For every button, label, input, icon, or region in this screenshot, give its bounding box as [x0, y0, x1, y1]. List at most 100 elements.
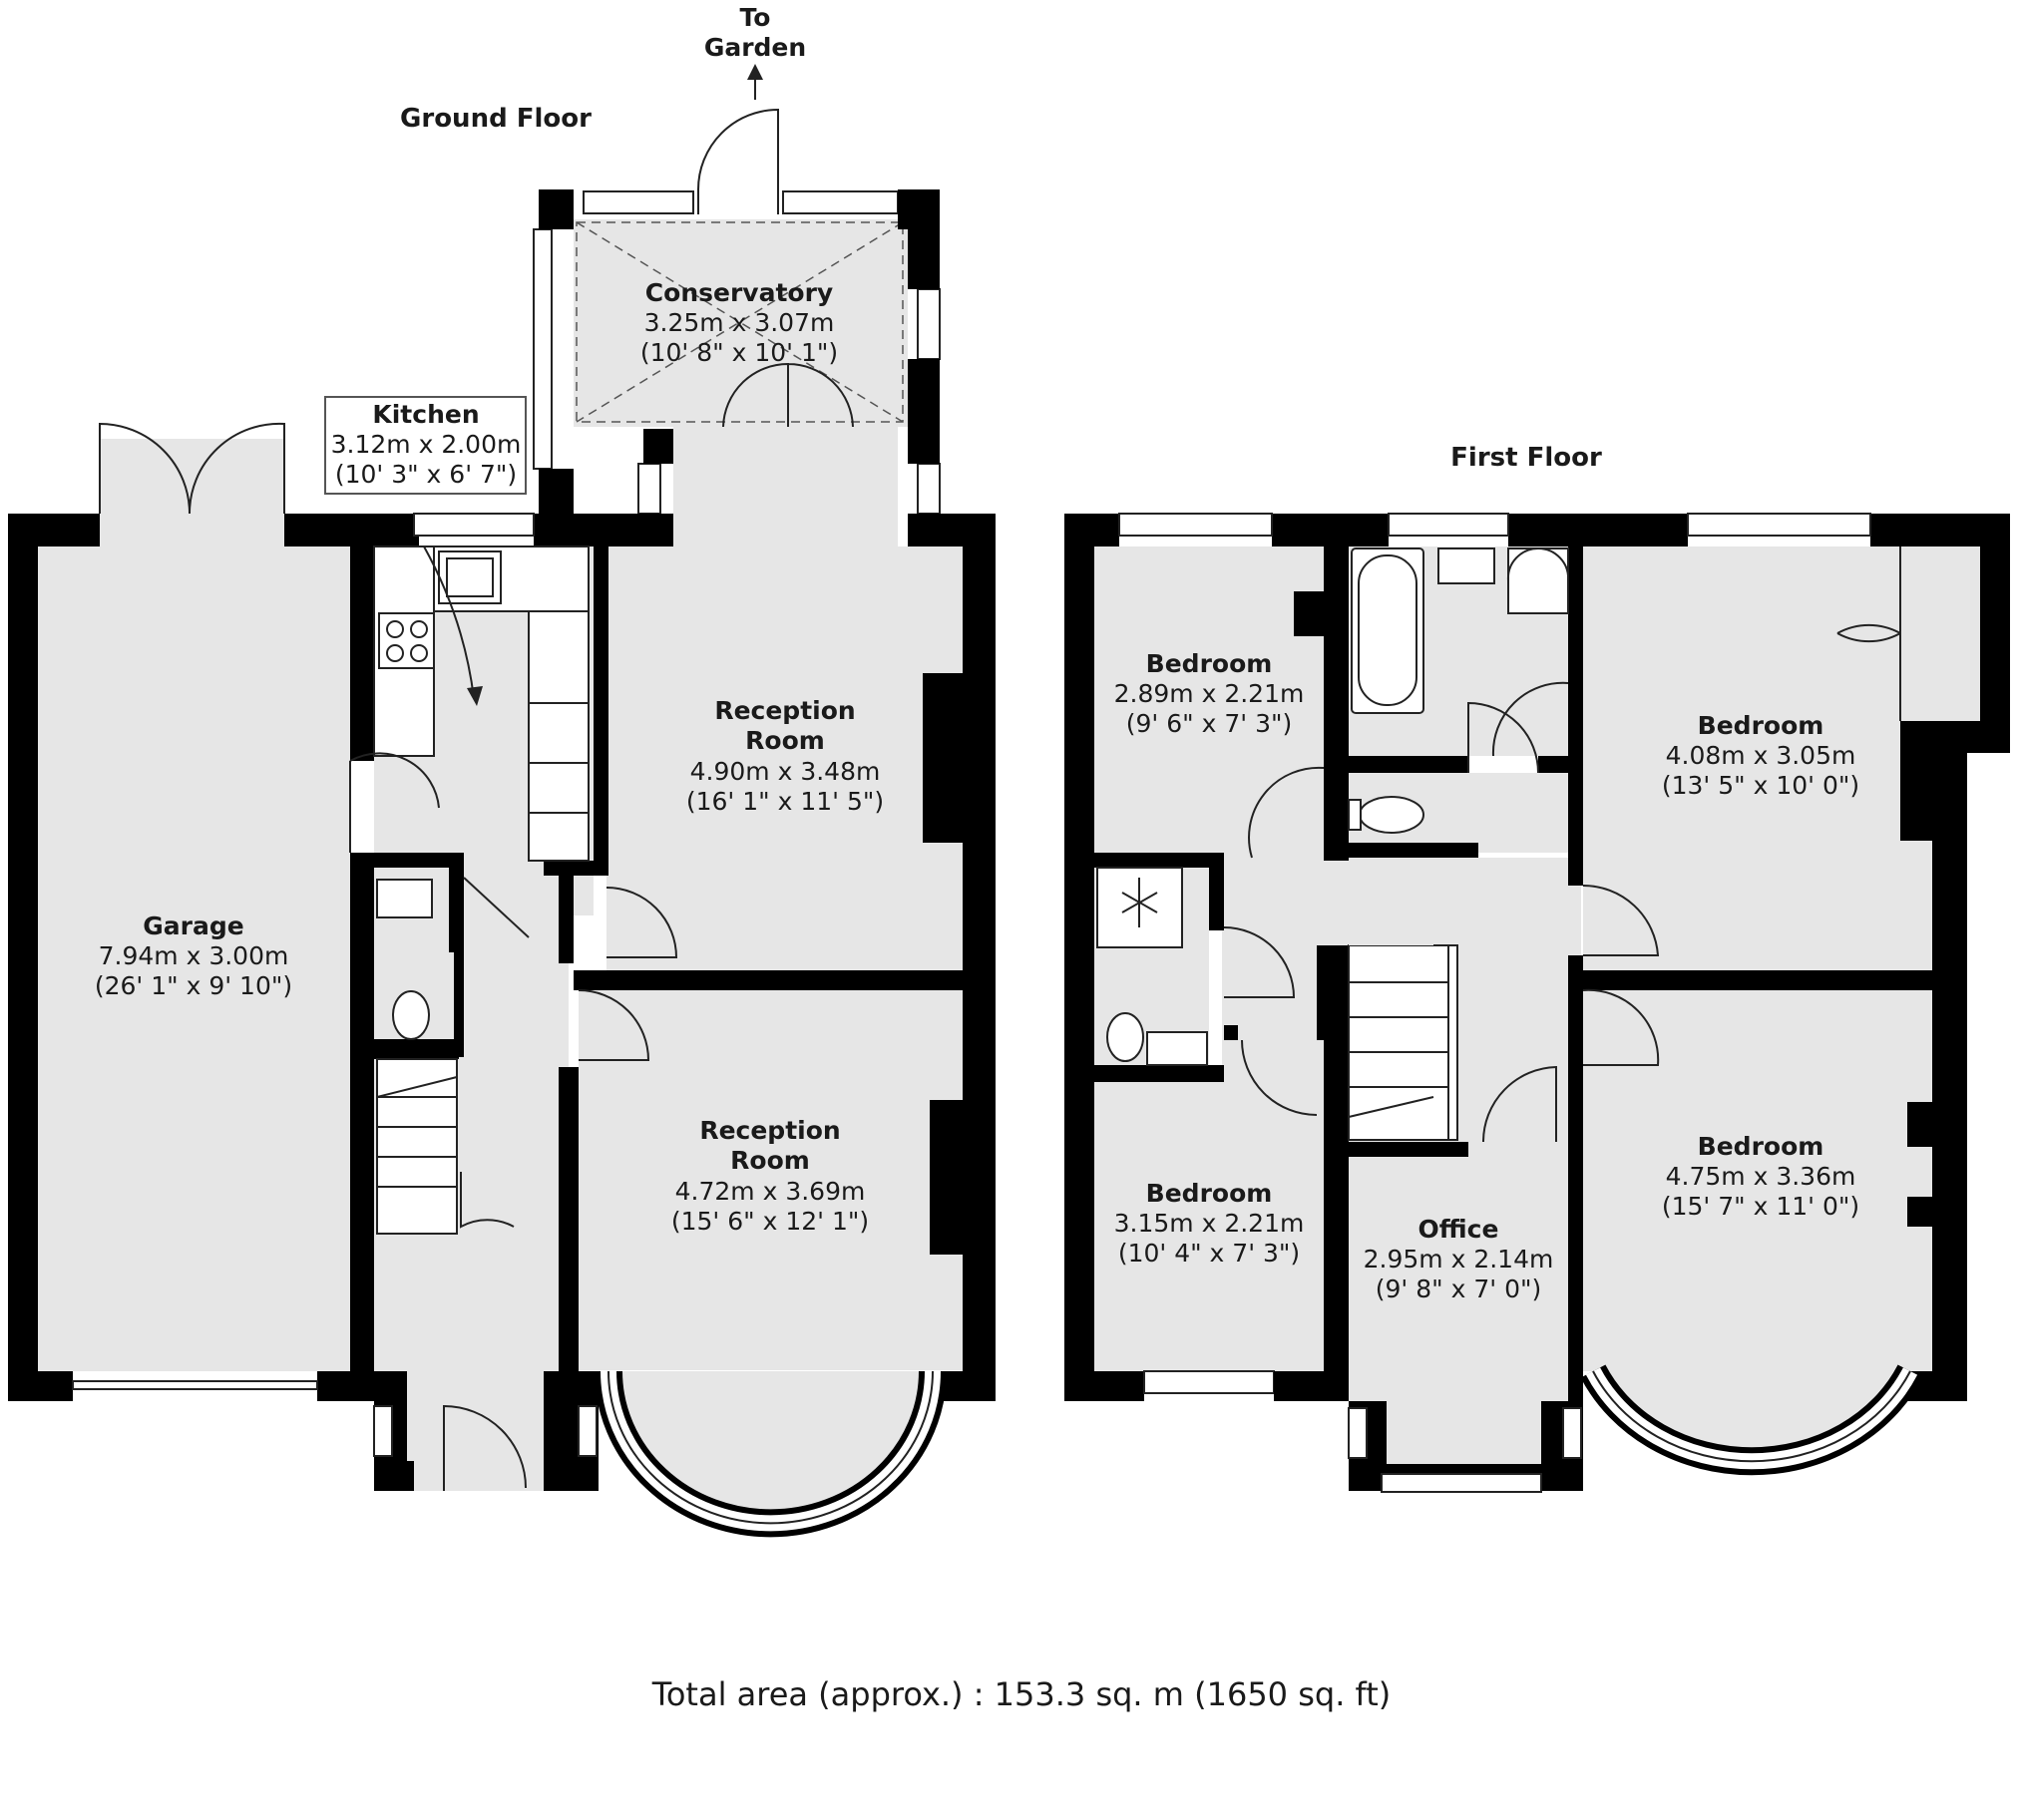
kitchen-window — [413, 513, 535, 537]
wall — [1980, 514, 2010, 753]
bedroom-rear-right-door[interactable] — [1582, 884, 1660, 956]
wall — [350, 546, 374, 761]
wc-door[interactable] — [1467, 701, 1539, 774]
wc-cistern — [1348, 799, 1362, 831]
garden-arrow-head — [747, 64, 763, 80]
to-garden-label: To — [740, 3, 771, 32]
cloakroom-door[interactable] — [463, 877, 530, 938]
room-name: Bedroom — [1146, 649, 1273, 678]
conservatory-window — [782, 190, 899, 214]
to-garden-label: Garden — [704, 33, 806, 62]
wall — [374, 853, 464, 868]
wall — [898, 189, 940, 229]
wall — [574, 970, 963, 990]
wall — [1538, 756, 1568, 773]
staircase — [376, 1058, 458, 1235]
wall — [1349, 1142, 1468, 1157]
wall — [908, 359, 940, 464]
wall — [1900, 721, 1932, 841]
kitchen-label-box — [324, 396, 527, 495]
wall — [534, 514, 673, 546]
bedroom-front-left-door[interactable] — [1241, 1039, 1318, 1116]
conservatory-window — [917, 288, 941, 360]
wall — [1324, 1040, 1349, 1371]
conservatory-roof-line — [576, 221, 904, 423]
window — [1118, 513, 1273, 537]
wall — [1064, 1371, 1144, 1401]
wardrobe-doors[interactable] — [1836, 546, 1901, 721]
bay-window-line — [1592, 1370, 1911, 1463]
wall — [1274, 1371, 1349, 1401]
room-name: Conservatory — [645, 278, 833, 307]
window — [1143, 1370, 1275, 1394]
room-dimensions: 4.08m x 3.05m — [1666, 741, 1856, 770]
room-name: Bedroom — [1698, 1132, 1824, 1161]
room-dimensions-imperial: (10' 8" x 10' 1") — [640, 338, 838, 367]
room-dimensions-imperial: (15' 6" x 12' 1") — [671, 1207, 869, 1236]
room-name: Garage — [143, 911, 243, 940]
conservatory-double-doors[interactable] — [722, 362, 854, 428]
shower-room-door[interactable] — [1223, 926, 1296, 998]
kitchen-arrow — [423, 546, 475, 699]
wall — [1568, 546, 1583, 776]
wc-toilet — [1359, 796, 1424, 834]
office-window — [1381, 1473, 1542, 1493]
wall — [1094, 853, 1224, 868]
window — [1687, 513, 1871, 537]
airing-cupboard — [1507, 547, 1569, 614]
reception-rear-door[interactable] — [606, 887, 678, 958]
ground-floor-title: Ground Floor — [400, 104, 592, 134]
porch-window — [373, 1405, 393, 1457]
chimney-breast — [923, 673, 963, 843]
stair-landing — [1349, 863, 1433, 945]
wall — [1094, 1065, 1224, 1082]
wall — [1907, 1197, 1932, 1227]
garden-door[interactable] — [697, 108, 779, 214]
conservatory-window — [637, 463, 661, 515]
wardrobe-floor — [1932, 546, 1980, 721]
wall — [594, 546, 608, 861]
room-dimensions-imperial: (16' 1" x 11' 5") — [686, 787, 884, 816]
wall — [1224, 1025, 1238, 1040]
shower-room-basin — [1146, 1031, 1208, 1066]
garage-kitchen-door[interactable] — [349, 752, 440, 853]
room-dimensions-imperial: (13' 5" x 10' 0") — [1662, 771, 1859, 800]
wall — [1568, 955, 1583, 1414]
bathroom-basin — [1437, 547, 1495, 584]
office-window — [1562, 1407, 1582, 1459]
porch-floor — [409, 1371, 544, 1491]
wall — [350, 853, 374, 1371]
bedroom-front-left-floor — [1094, 1082, 1324, 1371]
wall — [643, 429, 673, 464]
wall — [544, 861, 608, 876]
wall — [1317, 945, 1349, 1040]
room-dimensions: 3.12m x 2.00m — [331, 430, 522, 459]
wall — [317, 1371, 407, 1401]
garage-french-doors[interactable] — [99, 422, 285, 515]
window — [1388, 513, 1509, 537]
bedroom-front-right-door[interactable] — [1582, 988, 1660, 1066]
room-name: Office — [1418, 1215, 1499, 1244]
bath-inner — [1358, 554, 1417, 706]
bedroom-rear-left-door[interactable] — [1248, 766, 1325, 859]
wall — [559, 1067, 579, 1371]
reception-front-door[interactable] — [578, 989, 650, 1061]
kitchen-units — [528, 610, 590, 862]
chimney-breast — [930, 1100, 963, 1255]
bathroom-door[interactable] — [1491, 681, 1569, 757]
bedroom-rear-left-floor — [1094, 546, 1324, 861]
airing-cupboard-doors[interactable] — [1506, 546, 1570, 581]
front-door[interactable] — [443, 1404, 527, 1491]
office-door[interactable] — [1482, 1065, 1557, 1143]
wall — [1508, 514, 1688, 546]
wall — [1907, 1102, 1932, 1147]
room-name: Kitchen — [372, 400, 479, 429]
conservatory-roof-outline — [576, 221, 904, 423]
wall — [1209, 866, 1224, 930]
wall — [1349, 756, 1468, 773]
hob-ring — [410, 644, 428, 662]
under-stairs-door[interactable] — [460, 1172, 515, 1229]
total-area: Total area (approx.) : 153.3 sq. m (1650… — [651, 1675, 1392, 1713]
reception-room-front-floor — [579, 990, 963, 1370]
hob-ring — [386, 644, 404, 662]
